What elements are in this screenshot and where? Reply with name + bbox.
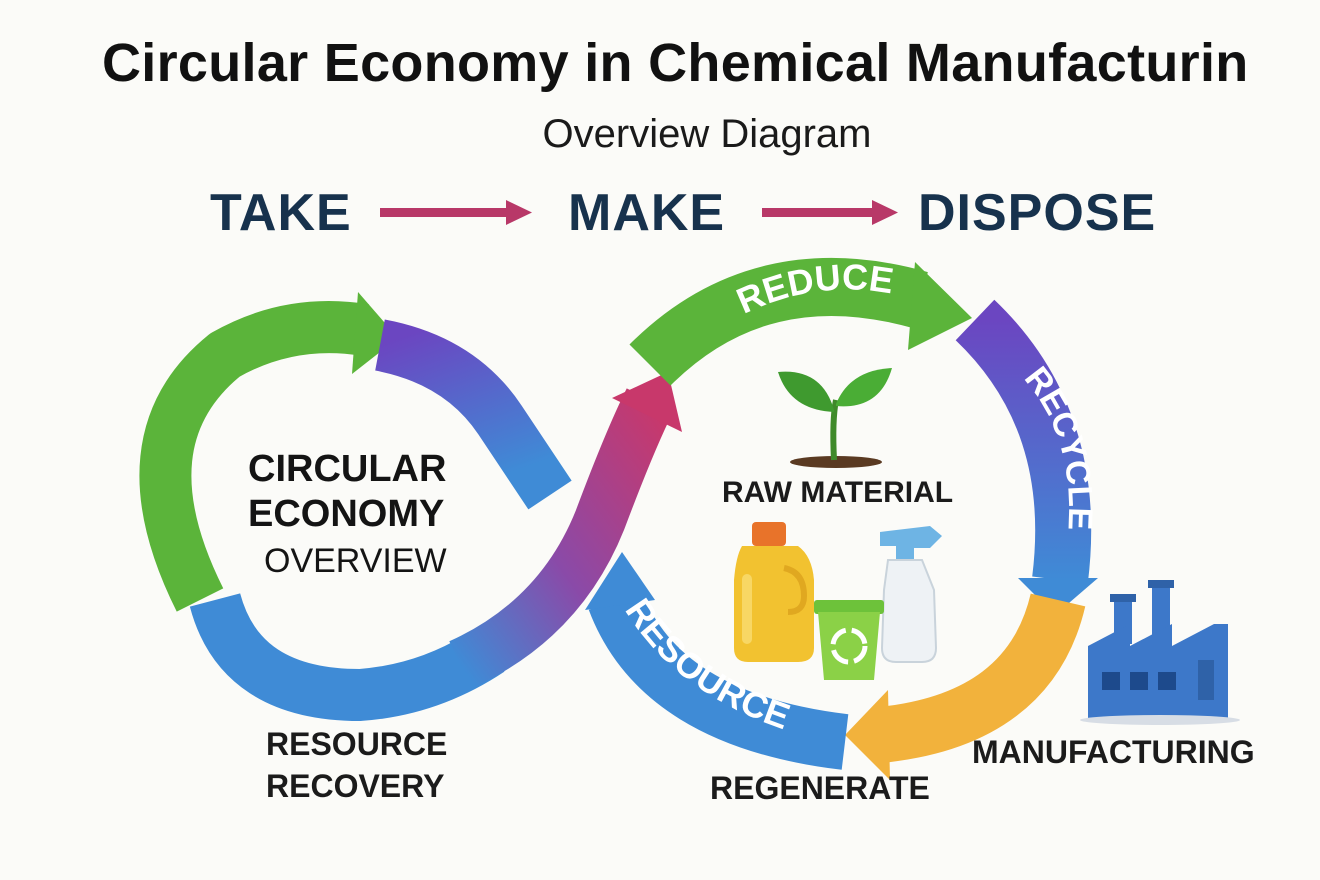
right-loop-orange-arrowhead bbox=[845, 690, 890, 780]
flow-step-take: TAKE bbox=[210, 184, 352, 242]
right-loop-blue-arc bbox=[588, 589, 849, 770]
right-loop-green-arc bbox=[629, 257, 928, 386]
right-loop-purple-arc bbox=[955, 299, 1092, 584]
left-loop-title-line3: OVERVIEW bbox=[264, 542, 447, 580]
jug-bottle-icon bbox=[734, 522, 814, 662]
left-loop-blue-arc bbox=[189, 592, 505, 722]
sprout-icon bbox=[778, 368, 892, 468]
right-loop-orange-arc bbox=[876, 592, 1086, 763]
factory-icon bbox=[1080, 580, 1240, 725]
flow-step-make: MAKE bbox=[568, 184, 726, 242]
regenerate-label: REGENERATE bbox=[710, 770, 930, 806]
left-loop-title-line1: CIRCULAR bbox=[248, 448, 447, 490]
left-loop-green-arc bbox=[139, 301, 370, 612]
flow-step-dispose: DISPOSE bbox=[918, 184, 1157, 242]
resource-recovery-label-line1: RESOURCE bbox=[266, 726, 448, 762]
left-loop-title-line2: ECONOMY bbox=[248, 493, 445, 535]
flow-arrow-2 bbox=[762, 200, 898, 225]
manufacturing-label: MANUFACTURING bbox=[972, 734, 1255, 770]
flow-arrow-1 bbox=[380, 200, 532, 225]
resource-recovery-label-line2: RECOVERY bbox=[266, 768, 445, 804]
left-loop-green-arrowhead bbox=[352, 292, 398, 374]
recycle-bin-icon bbox=[814, 600, 884, 680]
raw-material-label: RAW MATERIAL bbox=[722, 476, 954, 509]
right-loop-green-arrowhead bbox=[908, 262, 972, 350]
spray-bottle-icon bbox=[880, 526, 942, 663]
page-subtitle: Overview Diagram bbox=[542, 112, 872, 156]
crossover-magenta-arrow bbox=[448, 388, 674, 689]
crossover-magenta-arrowhead bbox=[612, 372, 682, 432]
page-title: Circular Economy in Chemical Manufacturi… bbox=[102, 33, 1249, 93]
right-loop-blue-arrowhead bbox=[585, 552, 655, 610]
left-loop-purple-arc bbox=[374, 319, 572, 510]
right-loop-purple-arrowhead bbox=[1018, 578, 1098, 615]
